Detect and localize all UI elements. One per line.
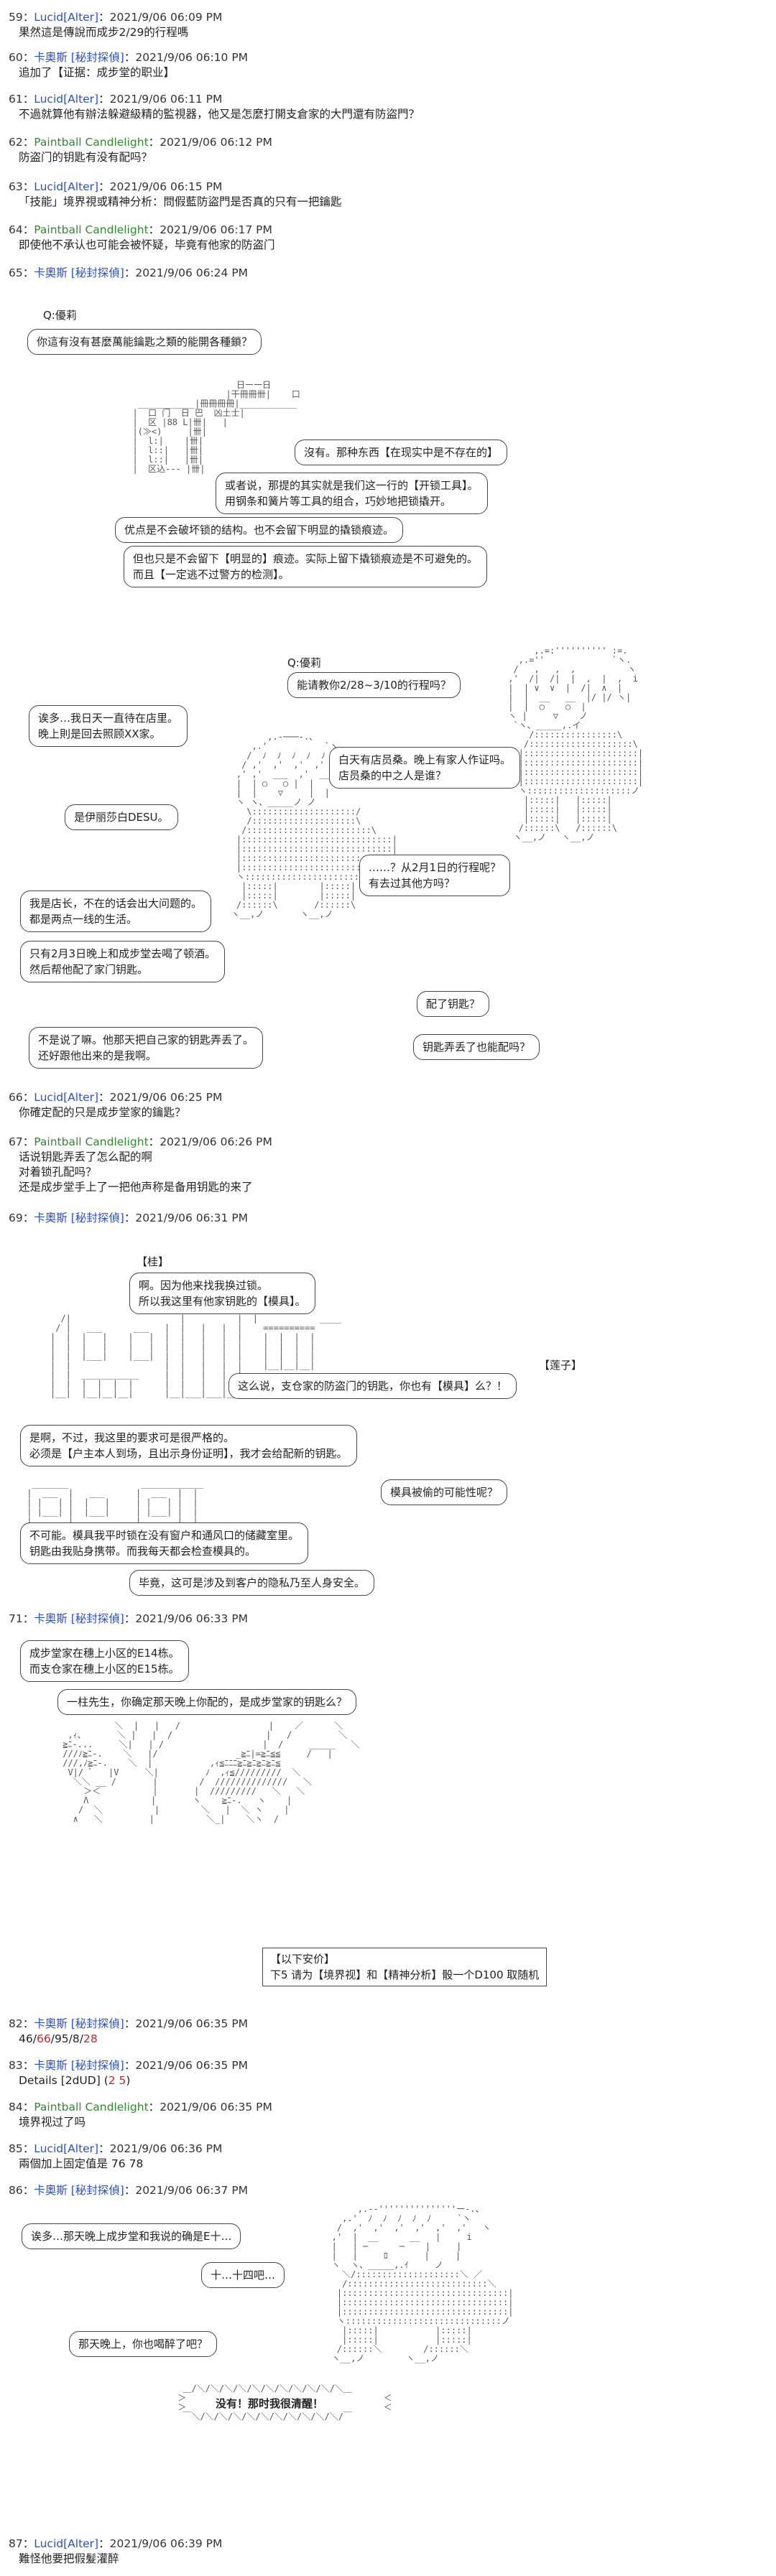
post-85: 85：Lucid[Alter]：2021/9/06 06:36 PM 兩個加上固… (9, 2142, 223, 2170)
speaker-tag: 【莲子】 (539, 1359, 583, 1372)
post-67: 67：Paintball Candlelight：2021/9/06 06:26… (9, 1135, 272, 1194)
speaker-label: Q:優莉 (287, 656, 321, 669)
vote-prompt-box: 【以下安价】下5 请为【境界视】和【精神分析】骰一个D100 取随机 (262, 1948, 548, 1986)
speech-bubble: 不可能。模具我平时锁在没有窗户和通风口的储藏室里。钥匙由我贴身携带。而我每天都会… (20, 1522, 309, 1564)
post-65: 65：卡奧斯 [秘封探偵]：2021/9/06 06:24 PM (9, 266, 249, 279)
ascii-art-character-center: ,.-───-.、 ,.' `ヽ. / ﾉ ﾉ ﾉ ﾉ ﾉ i / ,' ,' … (231, 732, 397, 919)
post-61: 61：Lucid[Alter]：2021/9/06 06:11 PM 不過就算他… (9, 93, 420, 121)
post-59: 59：Lucid[Alter]：2021/9/06 06:09 PM 果然這是傳… (9, 11, 223, 39)
speech-bubble: 白天有店员桑。晚上有家人作证吗。店员桑的中之人是谁？ (329, 747, 521, 789)
ascii-art-character-right: ,.=:'''''''''' :=. ,.='' `ヽ. / , , , ヽ ,… (508, 646, 644, 842)
ascii-art-shop: 日ー一日 |干冊冊卌| 口 ___________|冊冊冊冊|_________… (132, 380, 300, 474)
scene-71: 成步堂家在穗上小区的E14栋。而支仓家在穗上小区的E15栋。 一柱先生，你确定那… (0, 1632, 776, 2005)
post-83: 83：卡奧斯 [秘封探偵]：2021/9/06 06:35 PM Details… (9, 2059, 249, 2087)
speaker-label: Q:優莉 (43, 309, 77, 322)
speech-bubble: 钥匙弄丢了也能配吗？ (413, 1034, 540, 1060)
ascii-art-shout-burst: ＿/＼/＼/＼/＼/＼/＼/＼/＼/＼/＼/＼＿ ＞ ＜ ＞ ＜ ￣＼/＼/＼/… (177, 2384, 392, 2422)
speech-bubble: 优点是不会破坏锁的结构。也不会留下明显的撬锁痕迹。 (115, 517, 404, 543)
speech-bubble: 十…十四吧… (201, 2262, 285, 2288)
post-86: 86：卡奧斯 [秘封探偵]：2021/9/06 06:37 PM (9, 2184, 249, 2197)
speech-bubble: 模具被偷的可能性呢？ (381, 1479, 508, 1505)
dice-details: Details [2dUD] (2 5) (19, 2074, 131, 2087)
scene-86: ,.-‐'''''''''''''''ー-.、 ,.' ﾉ ﾉ ﾉ ﾉ ﾉ `ヽ… (0, 2202, 776, 2539)
speech-bubble: 你這有沒有甚麼萬能鑰匙之類的能開各種鎖？ (27, 329, 262, 355)
speech-bubble: 沒有。那种东西【在现实中是不存在的】 (295, 440, 508, 465)
ascii-art-shop-interior: /| | | | ____ / | ___ ___ | | | | | ====… (50, 1313, 341, 1398)
speech-bubble: 一柱先生，你确定那天晚上你配的，是成步堂家的钥匙么？ (57, 1689, 357, 1715)
speech-bubble: 成步堂家在穗上小区的E14栋。而支仓家在穗上小区的E15栋。 (20, 1640, 189, 1682)
speech-bubble: 或者说，那提的其实就是我们这一行的【开锁工具】。用钢条和簧片等工具的组合，巧妙地… (216, 473, 488, 514)
speech-bubble: 是啊，不过，我这里的要求可是很严格的。必须是【户主本人到场，且出示身份证明】，我… (20, 1425, 357, 1466)
speech-bubble: 这么说，支仓家的防盗门的钥匙，你也有【模具】么？！ (228, 1373, 517, 1399)
speech-bubble: 啊。因为他来找我换过锁。所以我这里有他家钥匙的【模具】。 (129, 1273, 315, 1314)
speech-bubble: 只有2月3日晚上和成步堂去喝了顿酒。然后帮他配了家门钥匙。 (20, 941, 226, 982)
post-63: 63：Lucid[Alter]：2021/9/06 06:15 PM 「技能」境… (9, 180, 342, 208)
speech-bubble: ……？从2月1日的行程呢？有去过其他方吗？ (359, 855, 511, 896)
post-66: 66：Lucid[Alter]：2021/9/06 06:25 PM 你確定配的… (9, 1091, 223, 1119)
post-60: 60：卡奧斯 [秘封探偵]：2021/9/06 06:10 PM 追加了【证据：… (9, 51, 249, 79)
post-82: 82：卡奧斯 [秘封探偵]：2021/9/06 06:35 PM 46/66/9… (9, 2017, 249, 2045)
speech-bubble: 那天晚上，你也喝醉了吧？ (69, 2331, 218, 2357)
speech-bubble: 不是说了嘛。他那天把自己家的钥匙弄丢了。还好跟他出来的是我啊。 (29, 1027, 264, 1069)
speaker-tag: 【桂】 (137, 1255, 170, 1268)
speech-bubble: 配了钥匙？ (417, 991, 490, 1017)
speech-bubble: 诶多…我日天一直待在店里。晚上則是回去照顾XX家。 (29, 705, 188, 747)
post-69: 69：卡奧斯 [秘封探偵]：2021/9/06 06:31 PM (9, 1212, 249, 1224)
speech-bubble: 诶多…那天晚上成步堂和我说的确是E十… (22, 2223, 241, 2249)
speech-bubble: 我是店长，不在的话会出大问题的。都是两点一线的生活。 (20, 891, 212, 932)
post-87: 87：Lucid[Alter]：2021/9/06 06:39 PM 難怪他要把… (9, 2537, 223, 2565)
post-84: 84：Paintball Candlelight：2021/9/06 06:35… (9, 2101, 272, 2129)
ascii-art-counter: _______ ____________ | ___ | ___ | ___ |… (27, 1479, 203, 1526)
speech-bubble: 但也只是不会留下【明显的】痕迹。实际上留下撬锁痕迹是不可避免的。而且【一定逃不过… (124, 546, 488, 587)
scene-65: Q:優莉 你這有沒有甚麼萬能鑰匙之類的能開各種鎖？ 日ー一日 |干冊冊卌| 口 … (0, 287, 776, 1250)
ascii-art-characters: ＼ | | / | ／ ＼ ,ｨ、 ＼ | | / | / ＼ ≧ﾆ-... ＼… (63, 1721, 360, 1824)
speech-bubble: 毕竟，这可是涉及到客户的隐私乃至人身安全。 (129, 1570, 375, 1596)
post-64: 64：Paintball Candlelight：2021/9/06 06:17… (9, 223, 275, 251)
ascii-art-character-drunk: ,.-‐'''''''''''''''ー-.、 ,.' ﾉ ﾉ ﾉ ﾉ ﾉ `ヽ… (331, 2204, 514, 2363)
speech-bubble: 是伊丽莎白DESU。 (65, 804, 178, 830)
scene-69: 【桂】 啊。因为他来找我换过锁。所以我这里有他家钥匙的【模具】。 /| | | … (0, 1250, 776, 1596)
shout-text: 没有！那时我很清醒！ (216, 2397, 324, 2410)
post-71: 71：卡奧斯 [秘封探偵]：2021/9/06 06:33 PM (9, 1612, 249, 1625)
dice-results: 46/66/95/8/28 (19, 2032, 98, 2045)
post-62: 62：Paintball Candlelight：2021/9/06 06:12… (9, 136, 272, 164)
speech-bubble: 能请教你2/28~3/10的行程吗？ (287, 672, 461, 698)
